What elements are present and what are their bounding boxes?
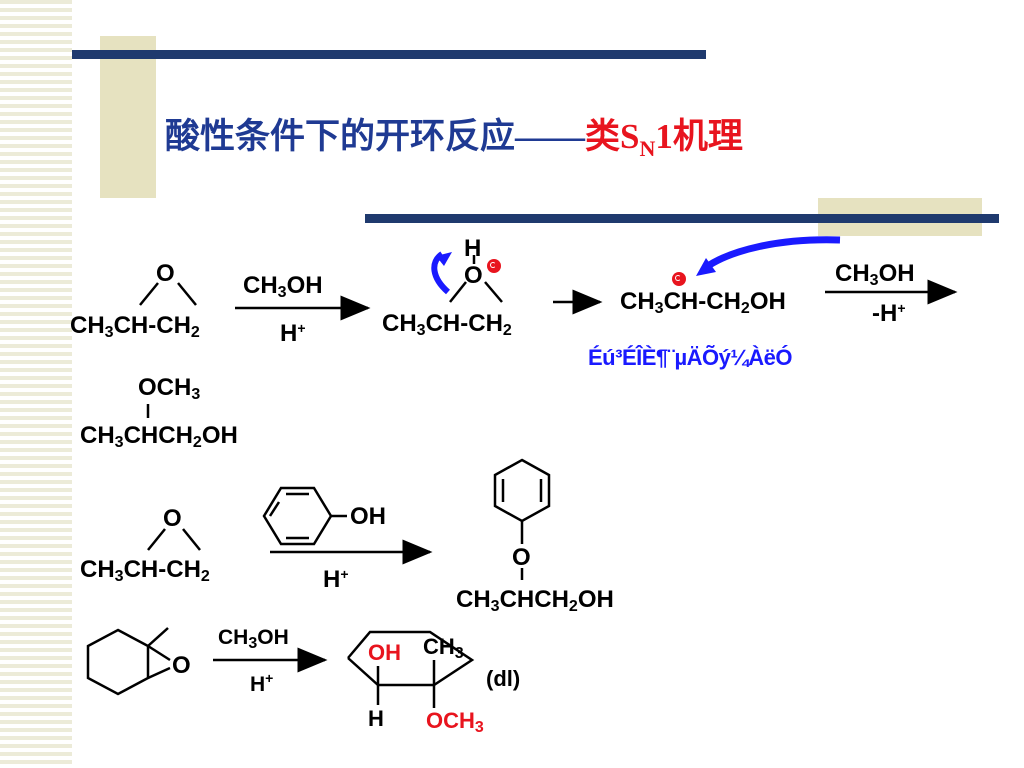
product-formula-1: CH3CHCH2OH <box>80 422 238 451</box>
catalyst-h-plus-1: H+ <box>280 320 306 347</box>
propylene-oxide-formula-1: CH3CH-CH2 <box>70 312 200 341</box>
chair-cyclohexane <box>347 630 475 708</box>
product-h: H <box>368 706 384 731</box>
reagent-ch3oh-1: CH3OH <box>243 272 323 301</box>
protonated-o: O <box>464 262 483 289</box>
navy-bar-mid <box>365 214 999 223</box>
khaki-block-top <box>100 36 156 198</box>
epoxide-ring-1 <box>139 282 197 306</box>
product-formula-2: CH3CHCH2OH <box>456 586 614 615</box>
product-och3-red: OCH3 <box>426 708 484 736</box>
garbled-caption: Éú³ÉÎÈ¶¨µÄÕý¼ÀëÓ <box>588 345 792 370</box>
title-mechanism: 类SN1机理 <box>585 117 743 161</box>
left-stripe-decoration <box>0 0 72 768</box>
slide-title: 酸性条件下的开环反应——类SN1机理 <box>165 108 743 162</box>
reagent-ch3oh-2: CH3OH <box>835 260 915 289</box>
blue-curved-arrow-large <box>702 236 841 271</box>
catalyst-h-plus-3: H+ <box>250 670 274 696</box>
protonated-epoxide-formula: CH3CH-CH2 <box>382 310 512 339</box>
carbocation-formula: CH3CH-CH2OH <box>620 288 786 317</box>
epoxide-o-2: O <box>163 505 182 532</box>
epoxide-ring-2 <box>147 528 201 551</box>
reagent-ch3oh-3: CH3OH <box>218 626 289 652</box>
navy-bar-top <box>72 50 706 59</box>
epoxide-o-1: O <box>156 260 175 287</box>
ether-o: O <box>512 544 531 571</box>
protonated-epoxide-ring <box>449 255 503 303</box>
phenol-benzene-ring <box>262 486 347 546</box>
catalyst-h-plus-2: H+ <box>323 566 349 593</box>
title-main: 酸性条件下的开环反应—— <box>165 117 586 156</box>
phenyl-ether-ring <box>493 458 551 580</box>
minus-h-plus: -H+ <box>872 300 906 327</box>
phenol-oh: OH <box>350 503 386 530</box>
positive-charge-icon-1 <box>487 259 501 273</box>
positive-charge-icon-2 <box>672 272 686 286</box>
propylene-oxide-formula-2: CH3CH-CH2 <box>80 556 210 585</box>
product-ch3: CH3 <box>423 634 464 662</box>
cyclohexene-oxide <box>86 627 171 696</box>
epoxide-o-3: O <box>172 652 191 679</box>
product-oh-red: OH <box>368 640 401 665</box>
dl-label: (dl) <box>486 666 521 691</box>
proton-h: H <box>464 235 482 262</box>
product-och3: OCH3 <box>138 374 201 403</box>
